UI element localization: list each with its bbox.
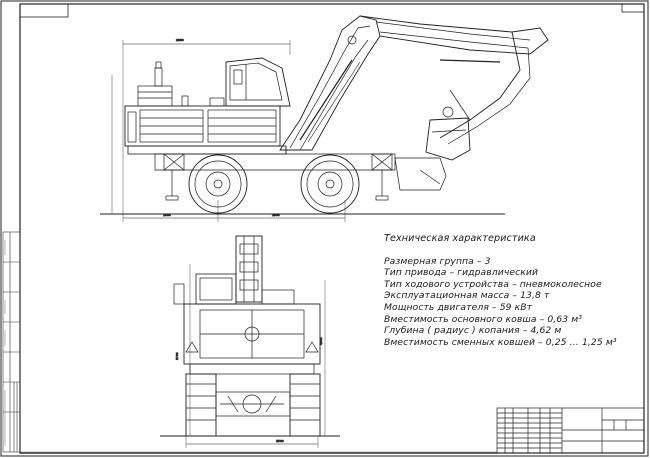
- side-view-excavator: 2600 1800 2500: [100, 15, 549, 222]
- spec-line-engine-power: Мощность двигателя – 59 кВт: [384, 301, 533, 313]
- svg-text:4300: 4300: [319, 337, 323, 345]
- spec-line-undercarriage: Тип ходового устройства – пневмоколесное: [384, 278, 602, 290]
- spec-line-size-group: Размерная группа – 3: [384, 255, 491, 267]
- specs-title: Техническая характеристика: [384, 233, 536, 244]
- spec-line-mass: Эксплуатационная масса – 13,8 т: [384, 290, 550, 302]
- title-block: [496, 407, 645, 454]
- svg-text:1800: 1800: [163, 213, 171, 217]
- spec-line-replaceable-buckets: Вместимость сменных ковшей – 0,25 … 1,25…: [384, 336, 617, 348]
- spec-line-drive-type: Тип привода – гидравлический: [384, 267, 539, 279]
- svg-text:2500: 2500: [272, 213, 280, 217]
- front-view-excavator: 2500 3700 4300: [160, 235, 340, 448]
- svg-text:2600: 2600: [176, 38, 184, 42]
- technical-characteristics: Техническая характеристика Размерная гру…: [384, 233, 634, 348]
- svg-text:2500: 2500: [276, 439, 284, 443]
- spec-line-bucket-capacity: Вместимость основного ковша – 0,63 м³: [384, 313, 583, 325]
- spec-line-digging-depth: Глубина ( радиус ) копания – 4,62 м: [384, 325, 562, 337]
- left-stamp-strip: [2, 231, 21, 453]
- bottom-strip: [19, 451, 498, 454]
- svg-text:3700: 3700: [175, 352, 179, 360]
